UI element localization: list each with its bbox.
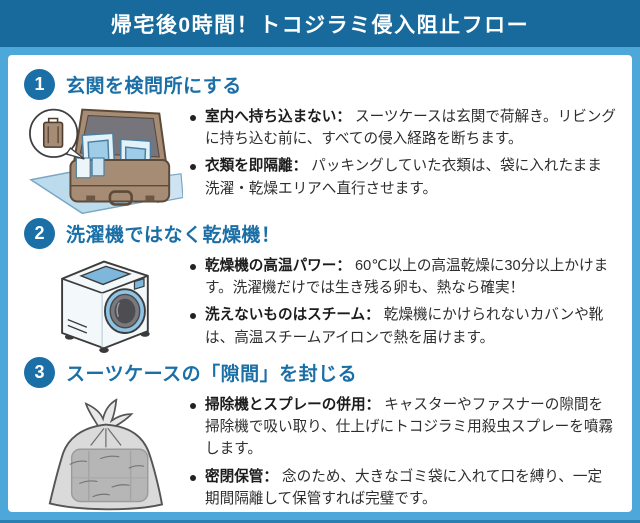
bullet-lead: 衣類を即隔離：	[205, 158, 308, 175]
section-dryer-not-washer: 2 洗濯機ではなく乾燥機！	[20, 216, 618, 355]
washing-machine-illustration	[20, 251, 188, 353]
bullet-body: パッキングしていた衣類は、袋に入れたまま洗濯・乾燥エリアへ直行させます。	[205, 158, 602, 197]
step-number: 1	[34, 74, 45, 94]
bullet-lead: 密閉保管：	[205, 468, 278, 485]
bullet-item: 洗えないものはスチーム： 乾燥機にかけられないカバンや靴は、高温スチームアイロン…	[188, 304, 616, 348]
section-1-body: 室内へ持ち込まない： スーツケースは玄関で荷解き。リビングに持ち込む前に、すべて…	[20, 102, 618, 216]
content-panel: 1 玄関を検問所にする	[8, 55, 632, 512]
bullet-lead: 洗えないものはスチーム：	[205, 307, 380, 324]
step-number-badge: 3	[24, 357, 55, 388]
header-banner: 帰宅後0時間！トコジラミ侵入阻止フロー	[0, 0, 640, 47]
bullet-body: 60℃以上の高温乾燥に30分以上かけます。洗濯機だけでは生き残る卵も、熱なら確実…	[205, 258, 609, 297]
section-entrance-checkpoint: 1 玄関を検問所にする	[20, 67, 618, 216]
section-2-body: 乾燥機の高温パワー： 60℃以上の高温乾燥に30分以上かけます。洗濯機だけでは生…	[20, 251, 618, 355]
bullet-item: 密閉保管： 念のため、大きなゴミ袋に入れて口を縛り、一定期間隔離して保管すれば完…	[188, 466, 616, 510]
step-number: 3	[34, 362, 45, 382]
section-seal-suitcase-gaps: 3 スーツケースの「隙間」を封じる	[20, 355, 618, 512]
bullet-item: 室内へ持ち込まない： スーツケースは玄関で荷解き。リビングに持ち込む前に、すべて…	[188, 106, 616, 150]
garbage-bag-illustration	[20, 390, 188, 512]
section-title: 玄関を検問所にする	[66, 76, 242, 97]
bullet-list: 掃除機とスプレーの併用： キャスターやファスナーの隙間を掃除機で吸い取り、仕上げ…	[188, 390, 618, 512]
bullet-item: 衣類を即隔離： パッキングしていた衣類は、袋に入れたまま洗濯・乾燥エリアへ直行さ…	[188, 155, 616, 199]
section-1-header: 1 玄関を検問所にする	[24, 69, 618, 100]
page-title: 帰宅後0時間！トコジラミ侵入阻止フロー	[110, 13, 530, 37]
open-suitcase-illustration	[20, 102, 188, 214]
bullet-list: 室内へ持ち込まない： スーツケースは玄関で荷解き。リビングに持ち込む前に、すべて…	[188, 102, 618, 205]
step-number-badge: 2	[24, 218, 55, 249]
step-number-badge: 1	[24, 69, 55, 100]
bullet-body: 乾燥機にかけられないカバンや靴は、高温スチームアイロンで熱を届けます。	[205, 307, 604, 346]
bullet-lead: 乾燥機の高温パワー：	[205, 258, 351, 274]
section-3-body: 掃除機とスプレーの併用： キャスターやファスナーの隙間を掃除機で吸い取り、仕上げ…	[20, 390, 618, 512]
bullet-list: 乾燥機の高温パワー： 60℃以上の高温乾燥に30分以上かけます。洗濯機だけでは生…	[188, 251, 618, 354]
step-number: 2	[34, 223, 45, 243]
bullet-item: 乾燥機の高温パワー： 60℃以上の高温乾燥に30分以上かけます。洗濯機だけでは生…	[188, 255, 616, 299]
bullet-item: 掃除機とスプレーの併用： キャスターやファスナーの隙間を掃除機で吸い取り、仕上げ…	[188, 394, 616, 461]
bullet-lead: 掃除機とスプレーの併用：	[205, 397, 381, 413]
section-title: スーツケースの「隙間」を封じる	[66, 364, 358, 385]
section-title: 洗濯機ではなく乾燥機！	[66, 225, 281, 246]
section-2-header: 2 洗濯機ではなく乾燥機！	[24, 218, 618, 249]
bullet-body: スーツケースは玄関で荷解き。リビングに持ち込む前に、すべての侵入経路を断ちます。	[205, 109, 616, 148]
bullet-body: 念のため、大きなゴミ袋に入れて口を縛り、一定期間隔離して保管すれば完璧です。	[205, 468, 603, 507]
bullet-lead: 室内へ持ち込まない：	[205, 109, 351, 125]
bullet-body: キャスターやファスナーの隙間を掃除機で吸い取り、仕上げにトコジラミ用殺虫スプレー…	[205, 397, 614, 458]
section-3-header: 3 スーツケースの「隙間」を封じる	[24, 357, 618, 388]
